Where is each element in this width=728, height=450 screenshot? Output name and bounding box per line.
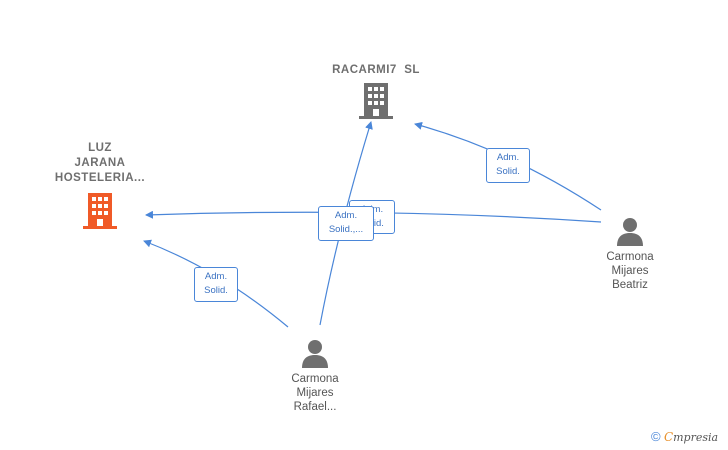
- brand-logo-initial: C: [663, 430, 674, 444]
- footer-brand: © Cmpresia: [651, 429, 718, 444]
- edge-label-line: Solid.: [204, 285, 228, 296]
- edge-label-line: Adm.: [204, 271, 228, 282]
- company-name: LUZ JARANA HOSTELERIA...: [54, 142, 146, 184]
- edge-label-beatriz-racarmi7[interactable]: Adm. Solid.: [486, 148, 530, 183]
- edge-label-rafael-racarmi7[interactable]: Adm. Solid.,...: [318, 206, 374, 241]
- person-node-rafael[interactable]: Carmona Mijares Rafael...: [270, 338, 360, 414]
- building-icon: [83, 193, 117, 229]
- edge-label-rafael-luz-jarana[interactable]: Adm. Solid.: [194, 267, 238, 302]
- company-name: RACARMI7 SL: [332, 64, 420, 76]
- edge-label-line: Solid.: [496, 166, 520, 177]
- edge-label-line: Solid.,...: [328, 224, 364, 235]
- copyright-icon: ©: [651, 429, 661, 444]
- company-node-racarmi7[interactable]: RACARMI7 SL: [316, 63, 436, 119]
- edge-label-line: Adm.: [334, 210, 358, 221]
- person-icon: [617, 218, 643, 246]
- person-node-beatriz[interactable]: Carmona Mijares Beatriz: [585, 216, 675, 292]
- person-name: Carmona Mijares Beatriz: [606, 251, 654, 291]
- company-node-luz-jarana[interactable]: LUZ JARANA HOSTELERIA...: [40, 141, 160, 229]
- person-name: Carmona Mijares Rafael...: [291, 373, 339, 413]
- person-icon: [302, 340, 328, 368]
- edge-label-line: Adm.: [496, 152, 520, 163]
- brand-logo-text: mpresia: [673, 431, 719, 444]
- building-icon: [359, 83, 393, 119]
